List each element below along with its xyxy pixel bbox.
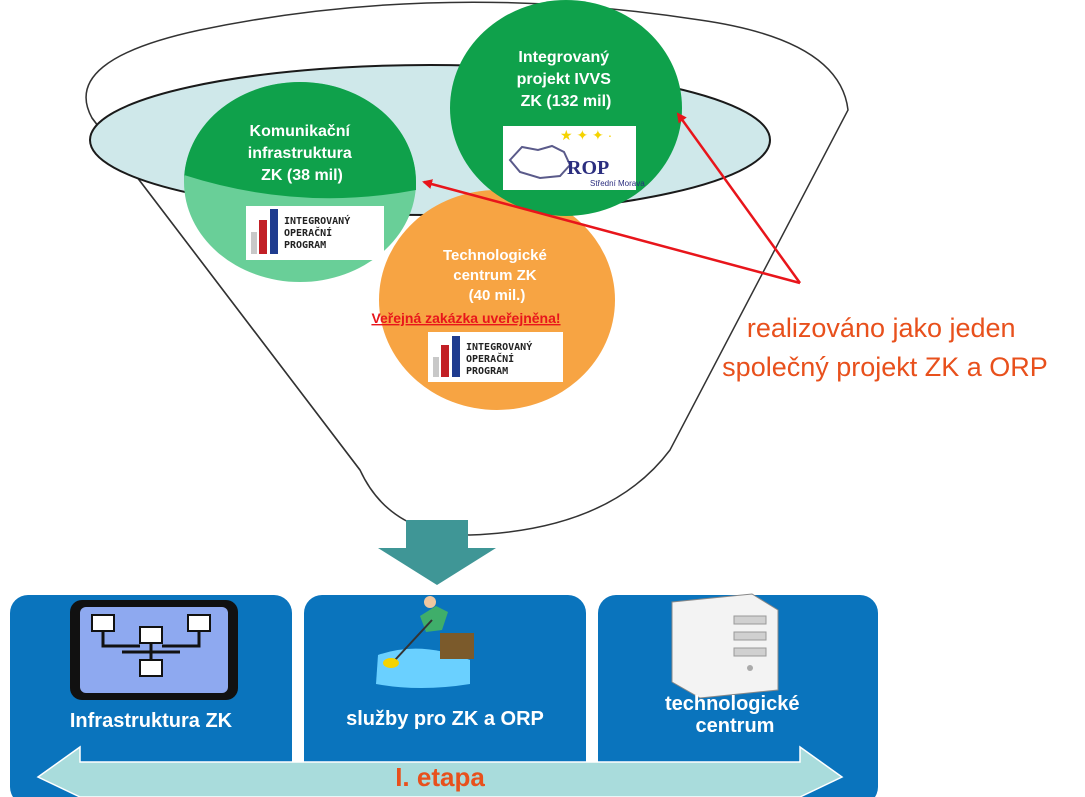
rop-logo-title: ROP [567,157,609,179]
box-technologicke: technologické centrum [598,593,878,797]
stage-arrow: I. etapa [36,745,844,797]
box-sluzby: služby pro ZK a ORP [304,595,586,797]
iop-logo-text: INTEGROVANÝ OPERAČNÍ PROGRAM [466,340,538,377]
red-arrow-right [676,112,802,284]
stars-icon: ★ ✦ ✦ · [560,127,612,143]
public-tender-notice: Veřejná zakázka uveřejněna! [371,310,560,326]
circle-title: Komunikační infrastruktura ZK (38 mil) [248,123,356,184]
circle-komunikacni-infrastruktura: Komunikační infrastruktura ZK (38 mil) I… [184,82,416,282]
czech-map-icon [508,144,572,180]
circle-title: Technologické centrum ZK (40 mil.) [443,247,551,304]
circle-integrovany-projekt: Integrovaný projekt IVVS ZK (132 mil) ★ … [450,0,682,216]
box-label: technologické centrum [665,693,805,737]
server-tower-icon [671,593,779,699]
fisherman-icon [376,596,474,688]
down-arrow [378,520,496,585]
network-icon [70,600,238,700]
box-label: služby pro ZK a ORP [346,708,544,730]
iop-logo: INTEGROVANÝ OPERAČNÍ PROGRAM [428,332,563,382]
rop-logo: ★ ✦ ✦ · ROP Střední Morava [503,126,645,190]
red-arrows [422,112,802,285]
box-label: Infrastruktura ZK [70,710,233,732]
stage-label: I. etapa [395,762,485,792]
iop-logo: INTEGROVANÝ OPERAČNÍ PROGRAM [246,206,384,260]
shared-project-note: realizováno jako jeden společný projekt … [722,313,1048,382]
red-arrow-left [422,179,801,285]
rop-logo-subtitle: Střední Morava [590,179,645,188]
circle-technologicke-centrum: Technologické centrum ZK (40 mil.) Veřej… [371,190,615,410]
iop-logo-text: INTEGROVANÝ OPERAČNÍ PROGRAM [284,214,356,251]
circle-title: Integrovaný projekt IVVS ZK (132 mil) [517,49,616,110]
green-circle-top [184,82,416,199]
